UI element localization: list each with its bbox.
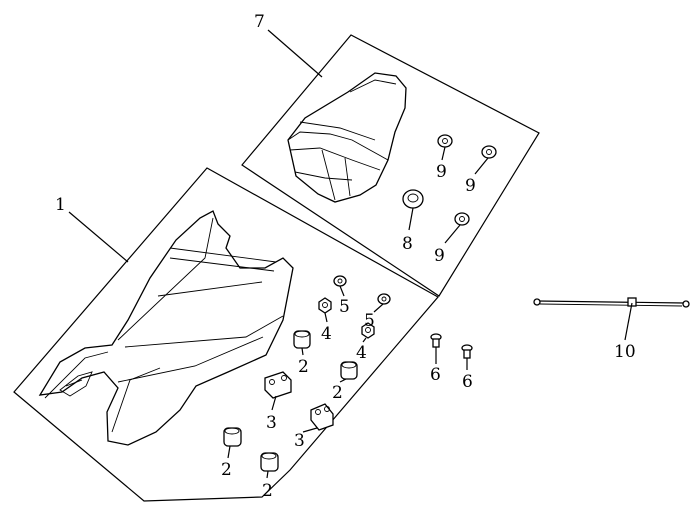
leader-3b [302,427,318,433]
bracket-a-shape [264,371,292,399]
callout-bolt-a: 6 [430,365,441,385]
leader-1 [68,211,129,263]
washer-b-shape [377,293,391,305]
callout-washer-b: 5 [364,311,375,331]
leader-3a [271,395,277,411]
callout-damper-b: 2 [332,383,343,403]
callout-clip-c: 9 [434,246,445,266]
leader-9a [441,146,446,161]
leader-8 [408,207,414,231]
clip-a-shape [437,134,453,148]
rear-seat-part [287,72,407,203]
leader-2b [339,378,347,383]
callout-clip-b: 9 [465,176,476,196]
callout-grommet: 8 [402,234,413,254]
callout-washer-a: 5 [339,297,350,317]
washer-a-shape [333,275,347,287]
leader-9b [474,157,489,175]
callout-damper-c: 2 [221,460,232,480]
clip-c-shape [454,212,470,226]
clip-b-shape [481,145,497,159]
callout-bracket-a: 3 [266,413,277,433]
leader-5b [373,303,384,313]
leader-2d [266,470,269,479]
callout-seat-rear: 7 [254,12,265,32]
bracket-b-shape [310,403,334,431]
bolt-b-shape [461,344,473,359]
nut-b-shape [361,322,375,339]
leader-7 [267,29,323,78]
leader-2a [301,347,304,356]
callout-seat-front: 1 [55,195,66,215]
callout-cable: 10 [614,342,636,362]
leader-4b [362,337,367,343]
front-seat-part [38,210,294,446]
callout-nut-b: 4 [356,343,367,363]
leader-2c [227,445,231,459]
front-seat-panel-outline [13,167,439,502]
callout-damper-d: 2 [262,481,273,501]
leader-5a [339,285,345,297]
callout-nut-a: 4 [321,324,332,344]
callout-clip-a: 9 [436,162,447,182]
damper-c-shape [223,427,242,447]
leader-4a [324,312,328,323]
leader-9c [444,224,461,244]
cable-shape [533,297,690,308]
bolt-a-shape [430,333,442,348]
damper-b-shape [340,361,358,380]
rear-seat-panel-outline [241,34,540,297]
grommet-shape [402,189,424,209]
damper-a-shape [293,330,311,349]
leader-10 [624,302,633,341]
nut-a-shape [318,297,332,314]
callout-bolt-b: 6 [462,372,473,392]
callout-damper-a: 2 [298,357,309,377]
damper-d-shape [260,452,279,472]
callout-bracket-b: 3 [294,431,305,451]
